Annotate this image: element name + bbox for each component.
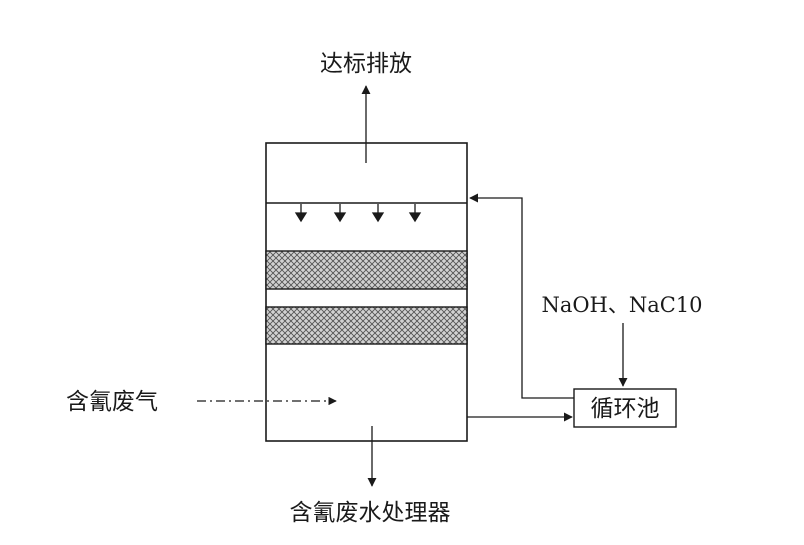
wastewater-processor-label: 含氰废水处理器	[290, 500, 451, 526]
spray-nozzles	[294, 204, 422, 223]
packing-layer-upper	[265, 250, 468, 290]
gas-inlet-label: 含氰废气	[66, 389, 158, 415]
spray-nozzle-arrowhead	[371, 212, 385, 223]
spray-nozzle-arrowhead	[408, 212, 422, 223]
circulation-tank-box	[573, 388, 677, 428]
scrubber-tower	[265, 142, 468, 442]
chemicals-label: NaOH、NaC10	[541, 293, 702, 317]
spray-nozzle-arrowhead	[294, 212, 308, 223]
discharge-label: 达标排放	[320, 51, 412, 77]
packing-layer-lower	[265, 306, 468, 345]
circulation-tank-label: 循环池	[591, 396, 660, 422]
recirculation-line	[469, 193, 574, 399]
spray-nozzle-arrowhead	[333, 212, 347, 223]
